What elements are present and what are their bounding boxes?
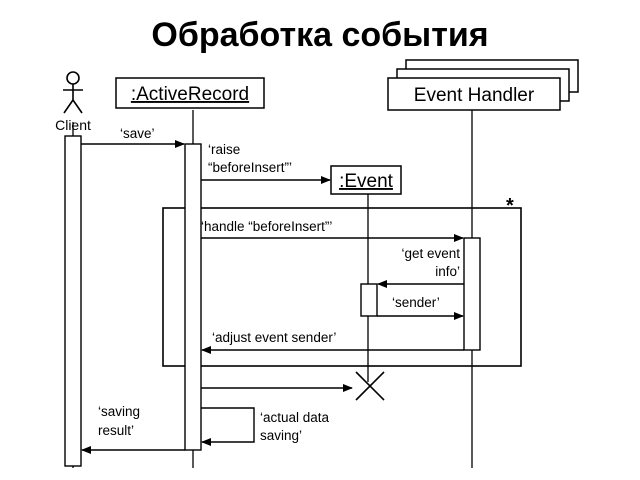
adjust-label: ‘adjust event sender’ — [212, 330, 336, 345]
activerecord-activation — [184, 143, 202, 451]
loop-marker: * — [506, 195, 514, 217]
sender-label: ‘sender’ — [392, 295, 440, 310]
diagram-title: Обработка события — [151, 16, 488, 54]
handle-label: ‘handle “beforeInsert”’ — [201, 219, 332, 234]
event-label: :Event — [339, 171, 394, 192]
actual-saving-label-line2: saving’ — [260, 428, 302, 443]
saving-result-label-line1: ‘saving — [98, 404, 140, 419]
save-label: ‘save’ — [120, 126, 155, 141]
event-activation — [360, 283, 378, 317]
activerecord-box — [115, 77, 265, 109]
event-box — [330, 165, 402, 195]
client-activation — [64, 135, 82, 467]
loop-frame — [162, 207, 522, 367]
eventhandler-activation — [463, 237, 481, 351]
destroy-x-icon — [355, 371, 385, 401]
saving-result-label-line2: result’ — [98, 423, 134, 438]
raise-label-line1: ‘raise — [208, 142, 240, 157]
client-label: Client — [55, 117, 91, 133]
client-actor-icon — [63, 71, 83, 114]
actual-saving-arrow — [201, 407, 255, 446]
raise-label-line2: “beforeInsert”’ — [208, 160, 292, 175]
eventhandler-box — [387, 77, 561, 111]
eventhandler-label: Event Handler — [414, 85, 535, 106]
get-event-label-line1: ‘get event — [401, 246, 460, 261]
activerecord-label: :ActiveRecord — [131, 84, 249, 105]
actual-saving-label-line1: ‘actual data — [260, 410, 330, 425]
get-event-label-line2: info’ — [435, 264, 460, 279]
